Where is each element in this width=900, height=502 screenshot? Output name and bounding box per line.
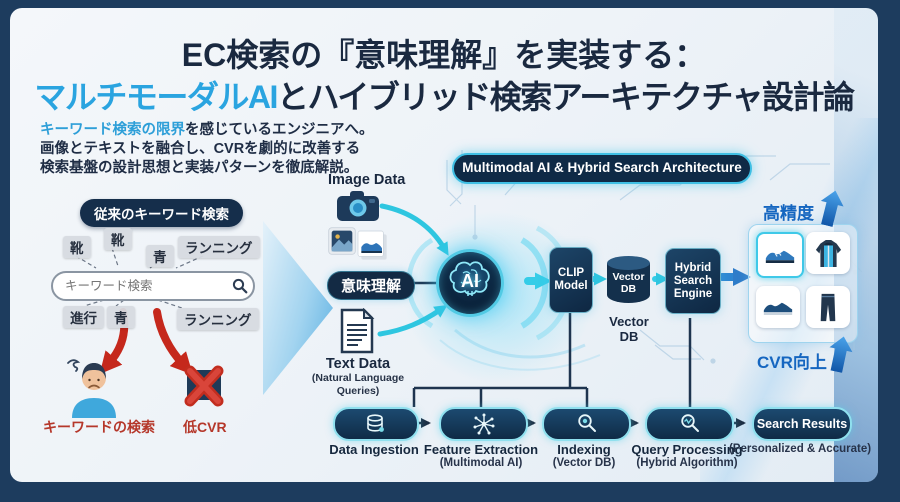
hybrid-search-engine-box: Hybrid Search Engine [665, 248, 721, 314]
brain-icon [449, 261, 490, 296]
title-highlight: マルチモーダルAI [34, 79, 278, 115]
clip-model-box: CLIP Model [549, 247, 593, 313]
keyword-tag: ランニング [177, 308, 259, 330]
product-card-jacket [806, 232, 850, 274]
vector-db-cylinder: Vector DB [605, 255, 652, 305]
vector-db-box-label: Vector DB [612, 271, 645, 295]
jacket-icon [815, 239, 841, 267]
search-input[interactable] [53, 279, 227, 293]
pipeline-step-query-processing [645, 407, 734, 441]
card-background: EC検索の『意味理解』を実装する： マルチモーダルAIとハイブリッド検索アーキテ… [10, 8, 878, 482]
page-title-line2: マルチモーダルAIとハイブリッド検索アーキテクチャ設計論 [10, 72, 878, 118]
legacy-panel-header: 従来のキーワード検索 [80, 199, 243, 227]
architecture-banner: Multimodal AI & Hybrid Search Architectu… [452, 153, 752, 184]
intro-line1-rest: を感じているエンジニアへ。 [185, 122, 374, 138]
product-card-pants [806, 286, 850, 328]
camera-icon [336, 189, 380, 228]
vector-db-caption: Vector DB [609, 314, 649, 344]
high-accuracy-caption: 高精度 [763, 204, 814, 223]
frustrated-user-icon [64, 356, 116, 423]
step-sublabel: (Multimodal AI) [439, 457, 523, 469]
product-card-shoe-2 [756, 286, 800, 328]
intro-highlight: キーワード検索の限界 [40, 122, 185, 138]
step-sublabel: (Hybrid Algorithm) [636, 457, 738, 469]
keyword-tag: 進行 [63, 306, 104, 328]
running-shoe-icon [765, 250, 795, 263]
low-cvr-x-icon [180, 361, 228, 416]
pipeline-step-data-ingestion [333, 407, 419, 441]
cvr-up-caption: CVR向上 [757, 353, 827, 372]
step-label: Data Ingestion [329, 442, 419, 457]
legacy-search-bar[interactable] [51, 271, 255, 301]
step-sublabel: (Personalized & Accurate) [728, 443, 872, 455]
text-data-label: Text Data [325, 356, 391, 372]
up-arrow-accuracy-icon [813, 188, 847, 234]
intro-line2: 画像とテキストを融合し、CVRを劇的に改善する [40, 141, 361, 157]
pipeline-step-feature-extraction [439, 407, 528, 441]
semantic-understanding-pill: 意味理解 [327, 271, 416, 300]
sneaker-icon [763, 302, 793, 315]
step-sublabel: (Vector DB) [552, 457, 616, 469]
page-title-line1: EC検索の『意味理解』を実装する： [181, 37, 707, 73]
text-document-icon [338, 307, 376, 359]
ai-brain-core: AI [436, 249, 504, 317]
indexing-magnifier-icon [577, 414, 596, 432]
pipeline-step-indexing [542, 407, 631, 441]
product-photo-card-icon [356, 229, 388, 266]
keyword-tag: 靴 [104, 228, 132, 250]
product-card-shoe-highlighted [756, 232, 804, 278]
image-data-label: Image Data [328, 172, 406, 188]
step-label: Query Processing [631, 442, 743, 457]
intro-line3: 検索基盤の設計思想と実装パターンを徹底解説。 [40, 160, 359, 176]
photo-thumbnail-icon [328, 227, 356, 260]
step-label: Indexing [557, 442, 611, 457]
keyword-tag: ランニング [178, 236, 260, 258]
search-icon[interactable] [227, 275, 253, 297]
low-cvr-caption: 低CVR [183, 419, 227, 435]
intro-text: キーワード検索の限界を感じているエンジニアへ。 画像とテキストを融合し、CVRを… [40, 121, 374, 178]
keyword-tag: 青 [146, 245, 174, 267]
pants-icon [820, 293, 836, 321]
text-data-sublabel: (Natural Language Queries) [311, 372, 405, 397]
legacy-result-caption: キーワードの検索 [43, 419, 155, 435]
query-magnifier-icon [680, 414, 699, 432]
step-label: Feature Extraction [423, 442, 539, 457]
pipeline-step-search-results: Search Results [752, 407, 852, 441]
title-rest: とハイブリッド検索アーキテクチャ設計論 [276, 79, 855, 115]
ai-core-label: AI [461, 271, 479, 291]
feature-hub-icon [473, 413, 494, 435]
database-icon [367, 414, 384, 432]
intro-line1: キーワード検索の限界を感じているエンジニアへ。 [40, 121, 374, 140]
keyword-tag: 靴 [63, 236, 91, 258]
keyword-tag: 青 [107, 306, 135, 328]
